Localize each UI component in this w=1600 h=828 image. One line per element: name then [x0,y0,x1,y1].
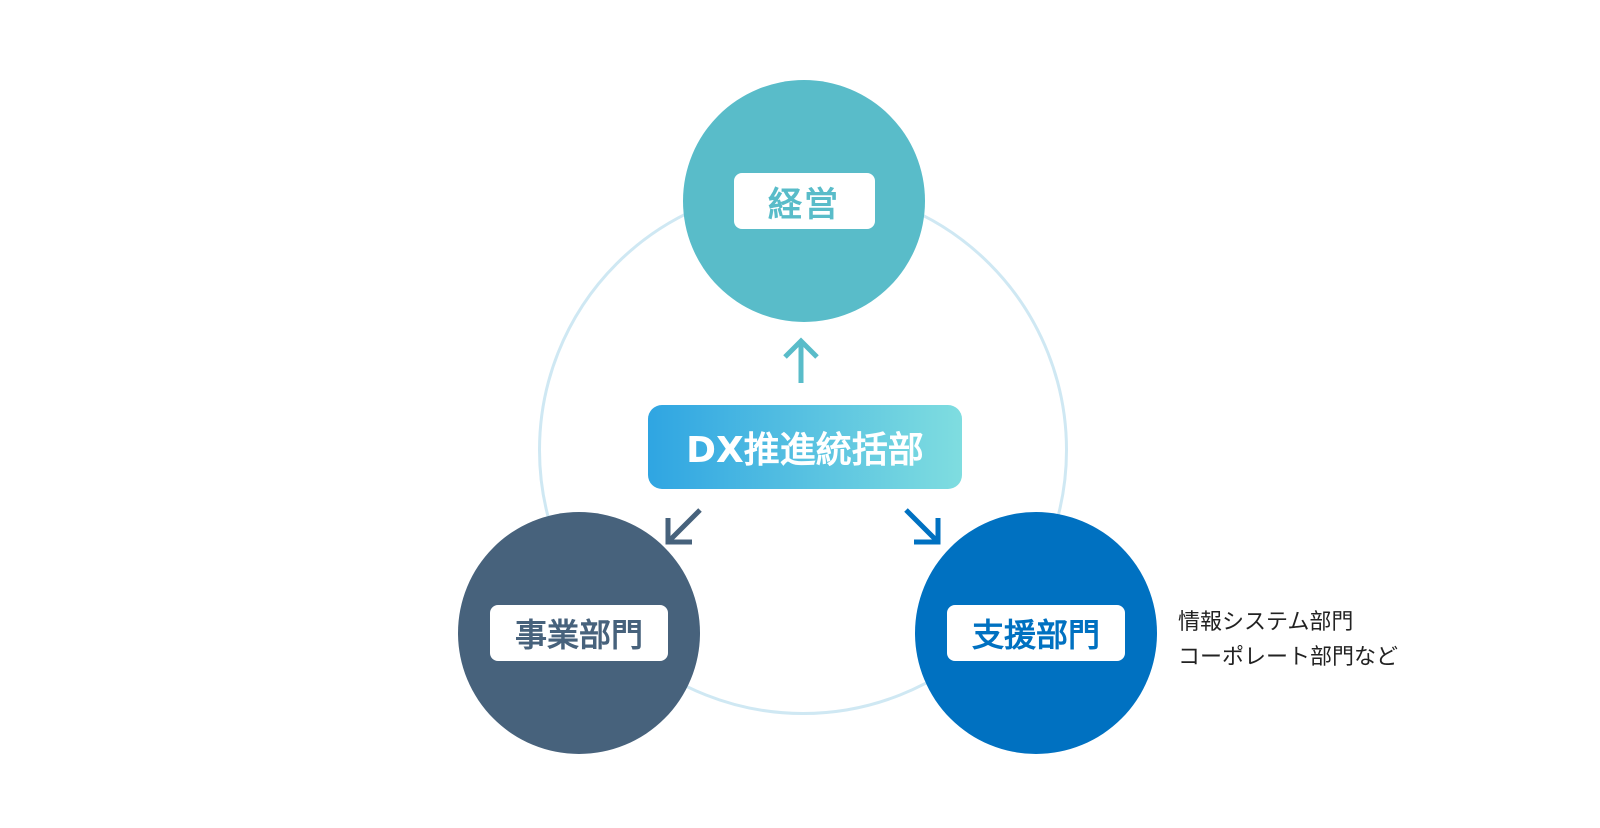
arrow-down-right-icon [902,506,942,550]
support-dept-note-line1: 情報システム部門 [1178,610,1354,635]
node-management: 経営 [683,80,925,322]
node-support-dept: 支援部門 [915,512,1157,754]
center-node-dx: DX推進統括部 [648,405,962,489]
node-support-dept-label: 支援部門 [947,605,1125,661]
node-management-label: 経営 [733,173,875,229]
node-business-dept-label: 事業部門 [490,605,668,661]
arrow-up-icon [783,337,819,389]
arrow-down-left-icon [664,506,704,550]
node-business-dept: 事業部門 [458,512,700,754]
support-dept-note: 情報システム部門 コーポレート部門など [1178,605,1398,675]
support-dept-note-line2: コーポレート部門など [1178,645,1399,670]
